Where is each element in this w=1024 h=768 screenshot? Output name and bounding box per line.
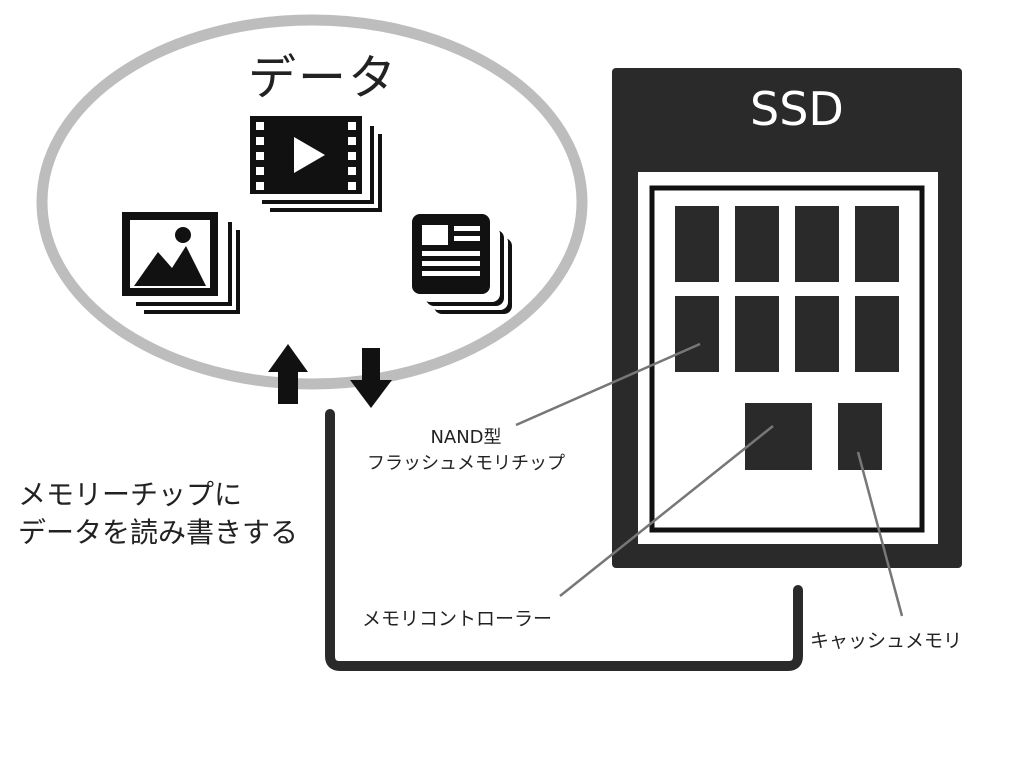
nand-leader-line: [515, 342, 701, 427]
nand-chip: [735, 296, 779, 372]
ssd-device: [612, 68, 962, 568]
image-stack-icon: [122, 212, 240, 314]
nand-chip-group: [675, 206, 899, 372]
connection-cable: [325, 409, 803, 671]
nand-chip: [795, 206, 839, 282]
read-write-label: メモリーチップに データを読み書きする: [18, 476, 298, 552]
data-title: データ: [248, 50, 399, 106]
controller-label: メモリコントローラー: [362, 608, 553, 630]
down-arrow-icon: [350, 348, 392, 408]
controller-chip: [745, 403, 812, 470]
ssd-title: SSD: [750, 82, 844, 136]
nand-label: NAND型 フラッシュメモリチップ: [326, 425, 606, 477]
up-arrow-icon: [268, 344, 308, 404]
nand-chip: [855, 206, 899, 282]
video-stack-icon: [250, 116, 382, 212]
nand-chip: [675, 296, 719, 372]
nand-chip: [795, 296, 839, 372]
controller-leader-line: [559, 425, 774, 597]
cache-label: キャッシュメモリ: [810, 630, 963, 652]
data-ellipse: [36, 14, 588, 390]
read-write-label-line2: データを読み書きする: [18, 516, 299, 549]
document-stack-icon: [412, 214, 512, 314]
read-write-label-line1: メモリーチップに: [18, 478, 243, 511]
nand-chip: [735, 206, 779, 282]
cache-leader-line: [856, 451, 904, 617]
nand-chip: [855, 296, 899, 372]
nand-label-line2: フラッシュメモリチップ: [367, 453, 565, 474]
nand-chip: [675, 206, 719, 282]
nand-label-line1: NAND型: [430, 427, 502, 448]
